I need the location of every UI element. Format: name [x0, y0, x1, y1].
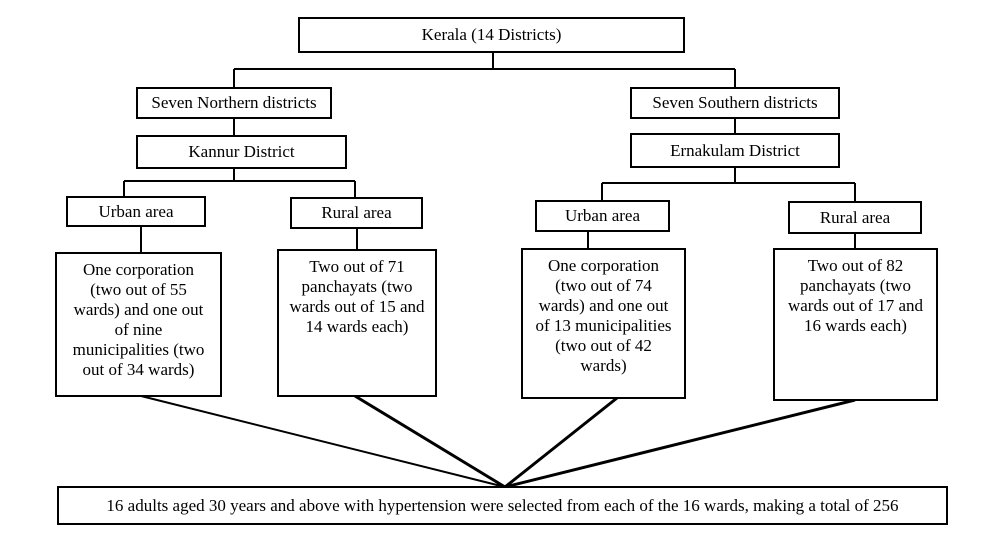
north-rural-label: Rural area — [321, 203, 392, 222]
converge-line-2 — [354, 394, 506, 489]
north-urban-box: Urban area — [66, 196, 206, 227]
south-urban-detail-box: One corporation (two out of 74 wards) an… — [521, 248, 686, 399]
north-rural-detail-box: Two out of 71 panchayats (two wards out … — [277, 249, 437, 397]
south-urban-detail: One corporation (two out of 74 wards) an… — [535, 256, 672, 375]
north-urban-detail-box: One corporation (two out of 55 wards) an… — [55, 252, 222, 397]
converge-line-4 — [504, 398, 856, 489]
south-region-label: Seven Southern districts — [652, 93, 818, 112]
south-district-box: Ernakulam District — [630, 133, 840, 168]
south-rural-detail-box: Two out of 82 panchayats (two wards out … — [773, 248, 938, 401]
converge-line-1 — [140, 395, 506, 488]
footer-label: 16 adults aged 30 years and above with h… — [106, 495, 899, 515]
south-rural-detail: Two out of 82 panchayats (two wards out … — [787, 256, 924, 335]
north-urban-detail: One corporation (two out of 55 wards) an… — [72, 260, 205, 379]
converge-line-3 — [504, 396, 618, 489]
root-label: Kerala (14 Districts) — [421, 25, 562, 44]
north-rural-detail: Two out of 71 panchayats (two wards out … — [289, 257, 425, 336]
south-district-label: Ernakulam District — [670, 140, 800, 160]
south-urban-label: Urban area — [564, 206, 641, 225]
south-urban-box: Urban area — [535, 200, 670, 232]
north-region-label: Seven Northern districts — [151, 93, 317, 112]
root-box: Kerala (14 Districts) — [298, 17, 685, 53]
north-district-box: Kannur District — [136, 135, 347, 169]
north-district-label: Kannur District — [188, 142, 295, 161]
north-rural-box: Rural area — [290, 197, 423, 229]
footer-box: 16 adults aged 30 years and above with h… — [57, 486, 948, 525]
north-region-box: Seven Northern districts — [136, 87, 332, 119]
south-rural-box: Rural area — [788, 201, 922, 234]
south-rural-label: Rural area — [819, 207, 891, 227]
north-urban-label: Urban area — [98, 201, 174, 221]
south-region-box: Seven Southern districts — [630, 87, 840, 119]
